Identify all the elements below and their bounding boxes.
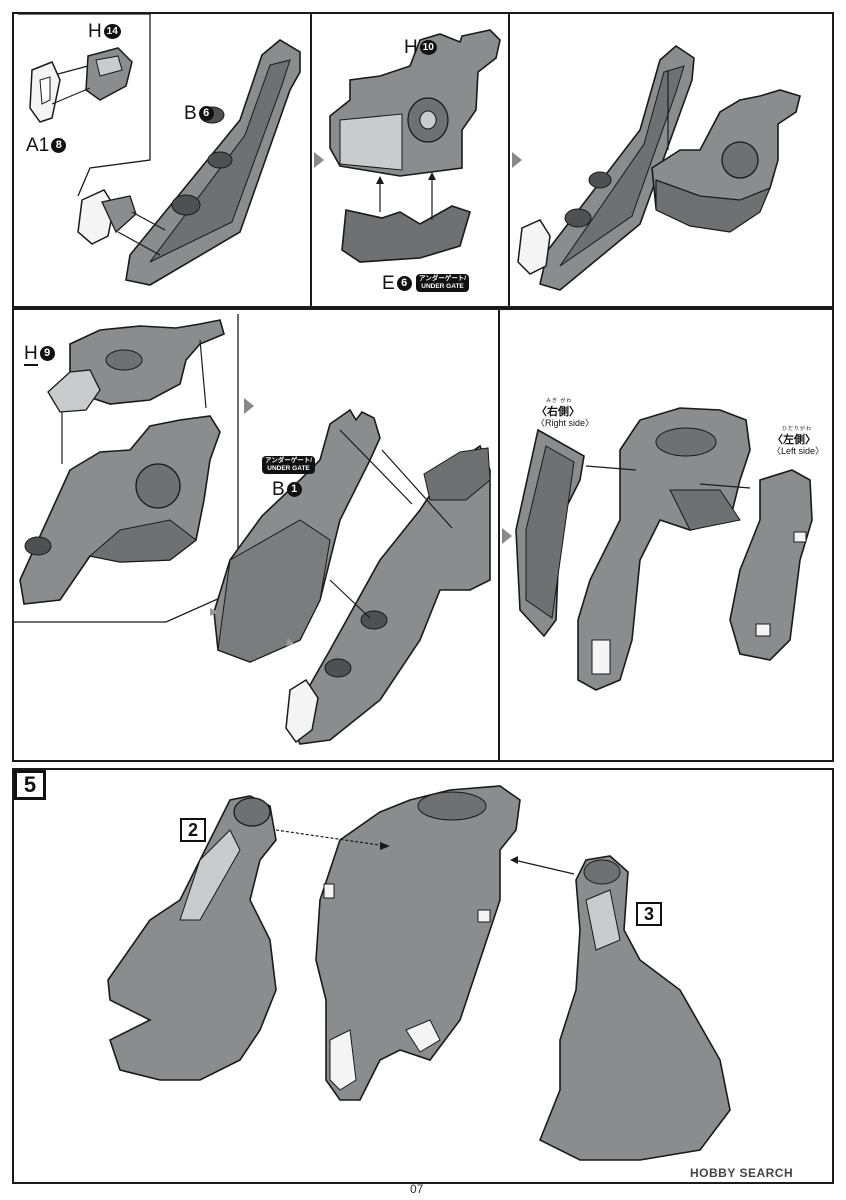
right-side-jp: 〈右側〉 [536,406,580,418]
part-number-badge: 10 [419,40,437,56]
part-number-badge: 14 [103,24,121,40]
under-gate-jp: アンダーゲート/ [265,457,313,464]
left-side-en: 〈Left side〉 [772,446,825,456]
right-side-ruby: みぎ がわ [546,398,573,404]
flow-arrow-icon [314,152,324,168]
left-side-ruby: ひだりがわ [782,426,813,432]
under-gate-en: UNDER GATE [267,465,310,472]
sub-step-2: 2 [180,818,206,842]
row2-panel-frame [12,308,834,762]
part-letter: E [382,273,395,294]
left-side-label: ひだりがわ 〈左側〉 〈Left side〉 [772,424,824,457]
part-letter: A1 [26,135,50,156]
row1-divider-1 [310,12,312,308]
step5-panel-frame [12,768,834,1184]
part-number-badge: 8 [51,138,67,154]
left-side-jp: 〈左側〉 [772,434,816,446]
part-number-badge: 9 [39,346,55,362]
under-gate-jp: アンダーゲート/ [419,275,467,282]
part-letter: H [404,37,418,58]
page-number: 07 [410,1182,424,1196]
flow-arrow-icon [502,528,512,544]
watermark-logo: HOBBY SEARCH [690,1166,793,1180]
part-letter: B [272,479,285,500]
watermark-text: HOBBY SEARCH [690,1166,794,1180]
part-letter: B [184,103,197,124]
right-side-label: みぎ がわ 〈右側〉 〈Right side〉 [536,396,594,429]
under-gate-badge: アンダーゲート/ UNDER GATE [262,456,316,474]
flow-arrow-icon [512,152,522,168]
part-letter: H [24,343,38,366]
row2-divider [498,308,500,762]
part-number-badge: 6 [198,106,214,122]
right-side-en: 〈Right side〉 [536,418,595,428]
part-number-badge: 6 [396,276,412,292]
under-gate-badge: アンダーゲート/ UNDER GATE [416,274,470,292]
part-number-badge: 1 [286,482,302,498]
part-letter: H [88,21,102,42]
flow-arrow-icon [244,398,254,414]
sub-step-3: 3 [636,902,662,926]
step-number: 5 [14,770,46,800]
under-gate-en: UNDER GATE [421,283,464,290]
row1-divider-2 [508,12,510,308]
